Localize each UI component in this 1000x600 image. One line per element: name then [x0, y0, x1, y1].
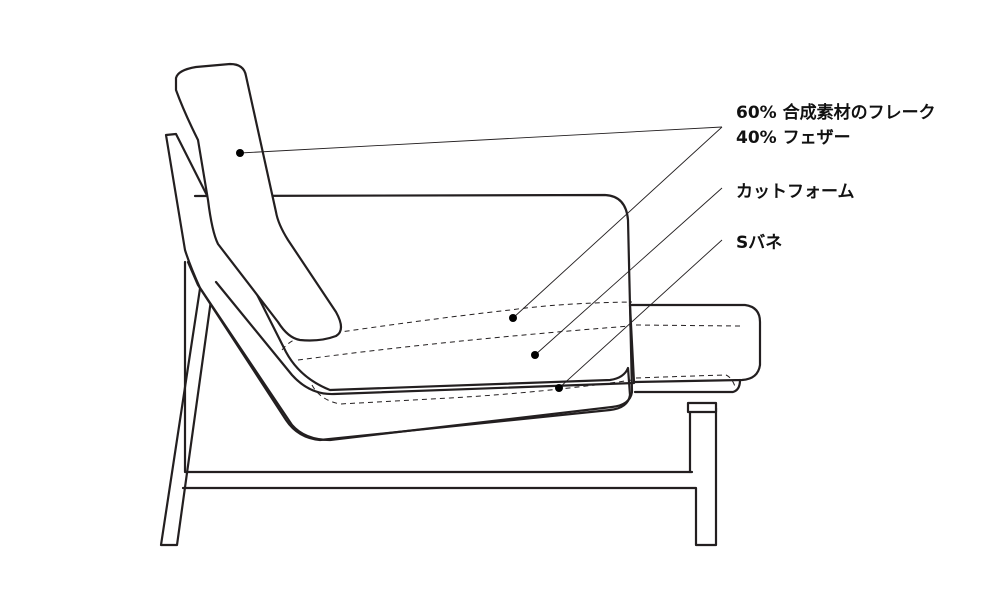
fill-layer-dashed — [299, 301, 633, 339]
leader-seat-fill — [512, 126, 723, 319]
back-cushion — [174, 62, 343, 342]
frame-lower-rail — [181, 406, 718, 547]
leader-lines — [239, 126, 723, 389]
label-s-spring: Sバネ — [736, 233, 782, 253]
spring-layer-dashed — [311, 379, 633, 405]
seat-extension-spring-line — [635, 374, 737, 391]
callout-dot-s-spring — [555, 384, 563, 392]
leader-back-cushion — [239, 126, 723, 154]
seat-inner-line — [214, 280, 636, 396]
leader-s-spring — [558, 239, 723, 389]
frame-upper-rail — [183, 260, 694, 474]
front-leg — [159, 280, 213, 547]
leader-cut-foam — [534, 187, 723, 356]
callout-dot-seat-fill — [509, 314, 517, 322]
rear-foot — [686, 401, 718, 414]
label-fill-composition-line1: 60% 合成素材のフレーク — [736, 102, 936, 123]
seat-cushion-extension — [628, 303, 762, 384]
callout-dot-back-cushion — [236, 149, 244, 157]
side-panel — [186, 193, 634, 442]
label-cut-foam: カットフォーム — [736, 182, 855, 202]
seat-extension-base — [633, 378, 742, 394]
callout-dot-cut-foam — [531, 351, 539, 359]
sofa-frame — [159, 260, 718, 547]
label-fill-composition-line2: 40% フェザー — [736, 128, 851, 148]
